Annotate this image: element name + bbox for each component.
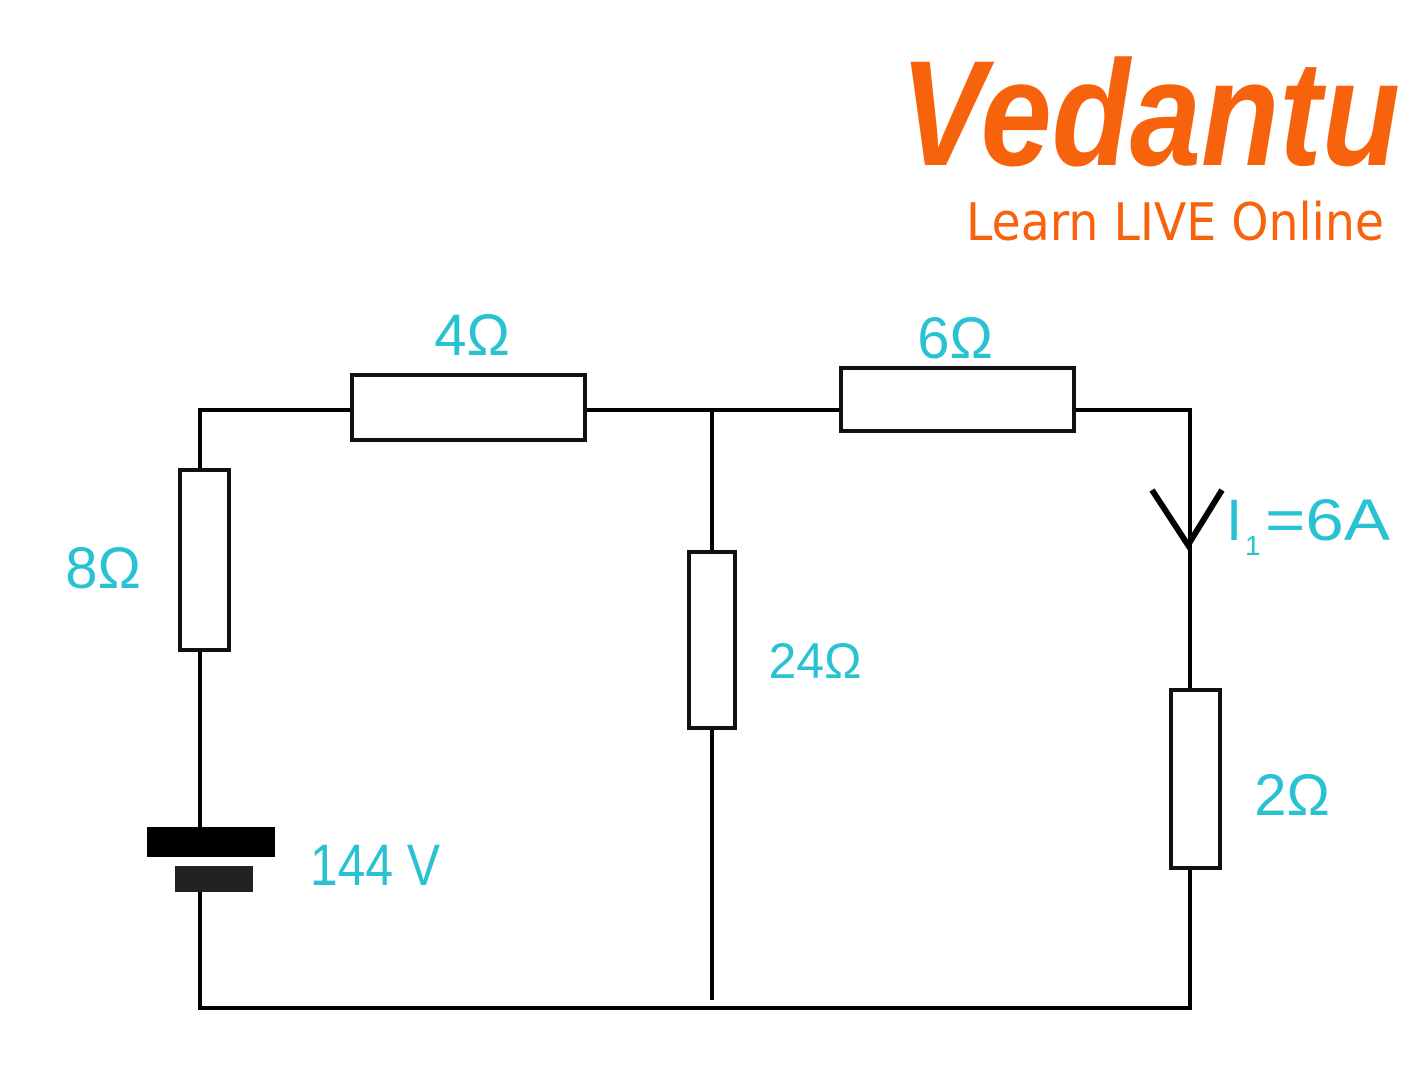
label-8-ohm: 8Ω [65,536,141,601]
resistor-8-ohm [178,468,231,652]
label-battery-voltage: 144 V [310,833,440,898]
wire-top-right [1074,408,1192,690]
current-subscript: 1 [1245,530,1261,561]
current-value: =6A [1265,488,1390,553]
label-4-ohm: 4Ω [434,303,510,368]
wire-top-left [198,408,352,470]
wires [198,408,1192,1010]
logo-brand: Vedantu [900,29,1400,197]
current-symbol: I [1226,488,1242,553]
label-2-ohm: 2Ω [1254,763,1330,828]
current-arrow-icon [1149,488,1225,551]
label-24-ohm: 24Ω [769,633,862,689]
resistor-6-ohm [839,366,1076,433]
resistor-4-ohm [350,373,587,442]
resistor-2-ohm [1169,688,1222,870]
label-6-ohm: 6Ω [917,306,993,371]
logo-tagline: Learn LIVE Online [966,193,1384,253]
battery [147,827,275,892]
vedantu-logo: Vedantu Learn LIVE Online [900,29,1400,253]
resistor-24-ohm [687,550,737,730]
battery-long-plate [147,827,275,857]
wire-bottom [198,868,1192,1010]
battery-short-plate [175,866,253,892]
label-current: I 1 =6A [1226,488,1390,561]
